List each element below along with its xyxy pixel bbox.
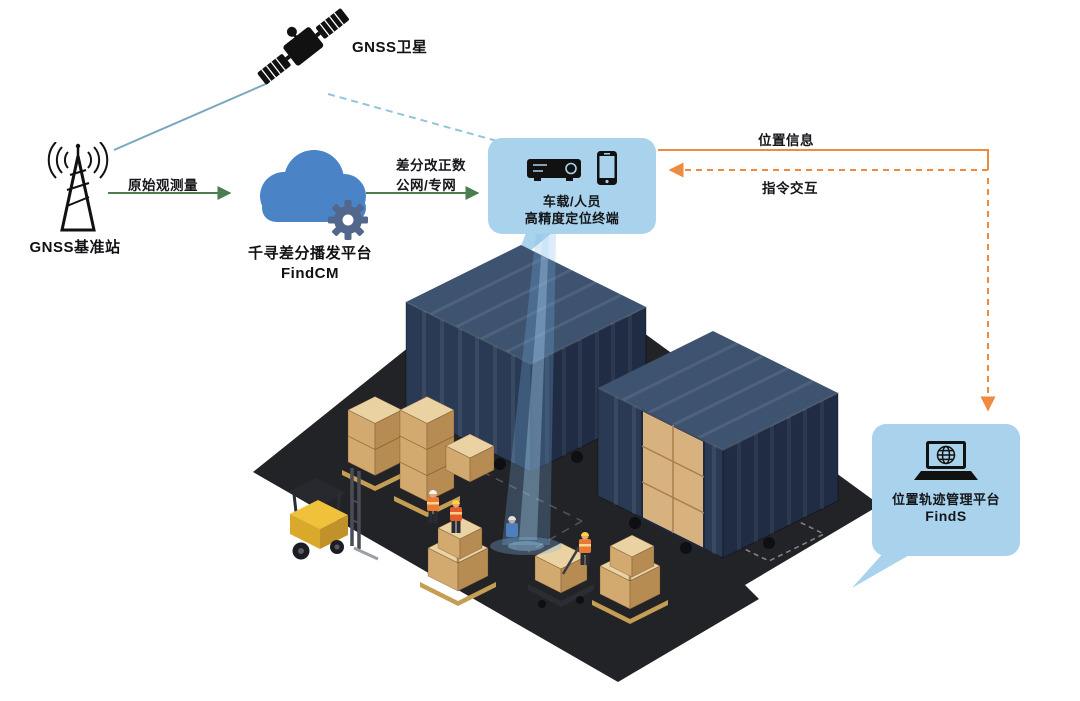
management-platform-icons (913, 440, 979, 484)
terminal-card-label: 车载/人员 高精度定位终端 (525, 193, 620, 227)
antenna-tower-icon (16, 142, 146, 237)
worker (450, 500, 462, 533)
terminal-icons (526, 150, 618, 186)
laptop-globe-icon (914, 441, 978, 480)
pallet-stacks-left (342, 396, 495, 517)
correction-label: 差分改正数 公网/专网 (396, 156, 466, 196)
gnss-satellite-icon (248, 6, 358, 92)
connections (108, 82, 996, 412)
terminal-label-line1: 车载/人员 (542, 194, 602, 209)
workers (427, 490, 591, 565)
globe-icon (936, 445, 956, 465)
management-platform-label: 位置轨迹管理平台 FindS (892, 491, 1000, 525)
correction-label-line1: 差分改正数 (396, 158, 466, 173)
command-interaction-label: 指令交互 (762, 181, 818, 196)
terminal-label-line2: 高精度定位终端 (524, 211, 620, 226)
worker (506, 516, 518, 549)
pallet-stacks-bottom (420, 516, 668, 624)
container-right (597, 331, 839, 559)
container-open-door (641, 408, 705, 551)
base-station-label: GNSS基准站 (29, 239, 121, 256)
management-platform-product: FindS (925, 508, 967, 524)
satellite-terminal-link (327, 93, 498, 142)
satellite-base-link (113, 82, 269, 151)
worker (427, 490, 439, 523)
position-info-label: 位置信息 (758, 133, 814, 148)
cloud-platform-product: FindCM (281, 265, 339, 282)
warehouse-illustration (253, 233, 880, 682)
terminal-card: 车载/人员 高精度定位终端 (488, 138, 656, 234)
cloud-platform-name: 千寻差分播发平台 (247, 245, 372, 262)
cloud-platform-label: 千寻差分播发平台 FindCM (222, 244, 398, 284)
receiver-icon (527, 159, 581, 181)
management-platform-card: 位置轨迹管理平台 FindS (872, 424, 1020, 556)
raw-observation-label: 原始观测量 (128, 178, 198, 193)
management-card-tail (852, 550, 918, 588)
worker (579, 532, 591, 565)
satellite-label: GNSS卫星 (352, 39, 428, 56)
smartphone-icon (597, 151, 617, 185)
gear-icon (328, 200, 368, 240)
lane-markings (441, 451, 583, 553)
correction-label-line2: 公网/专网 (396, 178, 457, 193)
position-info-line (658, 149, 989, 170)
management-platform-name: 位置轨迹管理平台 (891, 492, 1000, 507)
cloud-gear-icon (236, 138, 386, 248)
forklift (288, 468, 379, 561)
positioning-beam (490, 233, 562, 555)
